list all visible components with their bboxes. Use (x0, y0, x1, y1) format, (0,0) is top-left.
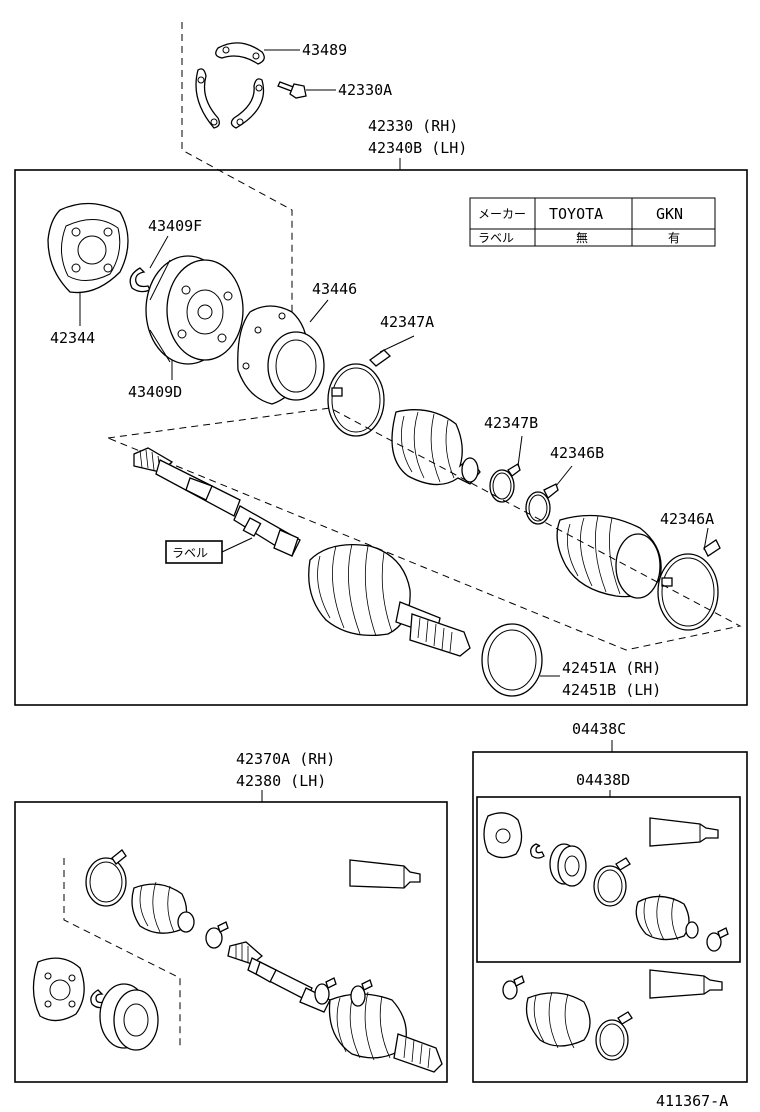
boot-clamp-42347A (327, 349, 392, 437)
maker-table: メーカー TOYOTA GKN ラベル 無 有 (469, 197, 716, 247)
label-42451B-lh: 42451B (LH) (562, 681, 661, 699)
lower-left-cv-clamps (314, 977, 373, 1007)
kit-d-small-clamp (706, 927, 729, 952)
kit-c-grease-tube (649, 969, 723, 999)
label-43446: 43446 (312, 280, 357, 298)
label-04438D: 04438D (576, 771, 630, 789)
table-row-label: ラベル (478, 231, 514, 245)
boot-clamp-42346A (657, 539, 721, 631)
assembly-box-42330 (14, 169, 748, 706)
lower-left-outer-race (99, 983, 159, 1051)
label-tag-text: ラベル (172, 546, 208, 560)
label-42451A-rh: 42451A (RH) (562, 659, 661, 677)
label-42380-lh: 42380 (LH) (236, 772, 326, 790)
kit-d-outer-race (549, 843, 587, 887)
inner-boot (391, 409, 481, 486)
lower-left-cv-joint (328, 991, 443, 1073)
label-42330-rh: 42330 (RH) (368, 117, 458, 135)
label-43409F: 43409F (148, 217, 202, 235)
drive-shaft (133, 447, 301, 557)
lower-left-grease-tube (349, 859, 421, 889)
diagram-id: 411367-A (656, 1092, 728, 1110)
kit-box-04438C (472, 751, 748, 1083)
lower-left-boot (131, 881, 195, 934)
label-42347B: 42347B (484, 414, 538, 432)
lower-left-shaft (227, 941, 331, 1013)
kit-c-boot (525, 991, 591, 1049)
abs-ring-42451 (481, 623, 543, 697)
kit-c-small-clamp (502, 975, 525, 1000)
label-42346A: 42346A (660, 510, 714, 528)
table-col-gkn: GKN (656, 205, 683, 223)
retainer-43446 (237, 305, 325, 405)
kit-d-clamp (593, 857, 631, 907)
lower-left-flange (32, 957, 85, 1022)
outer-race-43409D (145, 255, 244, 365)
kit-d-snap-ring (530, 843, 545, 859)
kit-d-grease-tube (649, 817, 719, 847)
outer-cv-joint (308, 543, 471, 657)
boot-clamp-42347B (489, 463, 521, 503)
kit-box-04438D (476, 796, 741, 963)
label-42340B-lh: 42340B (LH) (368, 139, 467, 157)
bolt-42330A (277, 81, 307, 99)
table-val-toyota: 無 (576, 230, 588, 245)
table-col-toyota: TOYOTA (549, 205, 603, 223)
kit-d-boot (635, 893, 699, 941)
label-42330A: 42330A (338, 81, 392, 99)
kit-c-clamp (595, 1011, 633, 1061)
boot-clamp-42346B (525, 483, 559, 525)
lower-left-small-clamp (205, 921, 229, 949)
label-tag-box: ラベル (165, 537, 253, 564)
label-42347A: 42347A (380, 313, 434, 331)
label-42370A-rh: 42370A (RH) (236, 750, 335, 768)
snap-ring-43409F (129, 267, 151, 293)
table-header-maker: メーカー (478, 207, 526, 221)
flange-plate-42344 (47, 202, 129, 294)
kit-d-flange (483, 812, 523, 859)
label-43489: 43489 (302, 41, 347, 59)
snap-ring-set-43489 (195, 42, 265, 129)
table-val-gkn: 有 (668, 231, 680, 245)
assembly-box-42370A (14, 801, 448, 1083)
label-04438C: 04438C (572, 720, 626, 738)
outer-boot (556, 514, 662, 599)
label-43409D: 43409D (128, 383, 182, 401)
lower-left-clamp-1 (85, 849, 127, 907)
label-42346B: 42346B (550, 444, 604, 462)
label-42344: 42344 (50, 329, 95, 347)
